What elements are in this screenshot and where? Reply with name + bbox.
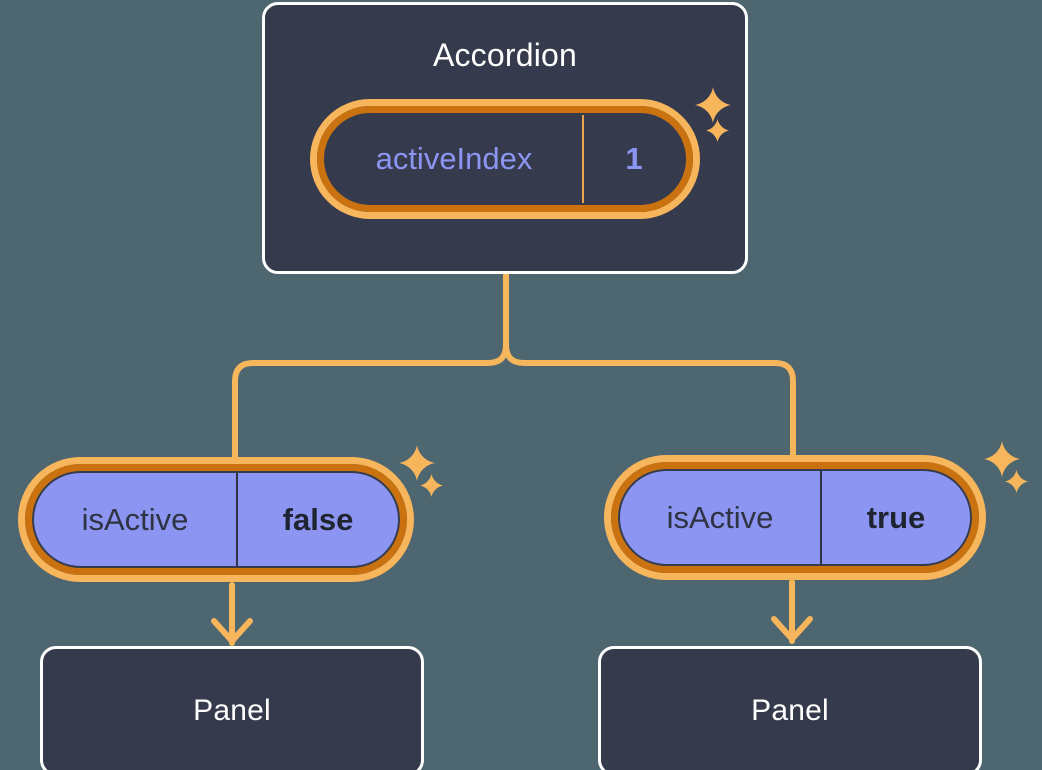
sparkle-four-point-large-icon xyxy=(398,444,436,482)
wire-root-branch-right xyxy=(503,342,796,461)
arrow-down-icon-left xyxy=(211,618,253,644)
state-value-label: 1 xyxy=(625,141,643,176)
arrow-down-icon-right xyxy=(771,616,813,642)
sparkle-four-point-small-icon xyxy=(419,473,444,498)
state-pill-inner: isActive false xyxy=(32,471,400,568)
state-pill-inner: activeIndex 1 xyxy=(324,113,686,205)
component-card-panel-right[interactable]: Panel xyxy=(598,646,982,770)
state-pill-active-index[interactable]: activeIndex 1 xyxy=(310,99,700,219)
state-key-label: isActive xyxy=(620,471,822,564)
component-card-panel-left[interactable]: Panel xyxy=(40,646,424,770)
state-pill-is-active-true[interactable]: isActive true xyxy=(604,455,986,580)
state-key-label: activeIndex xyxy=(326,115,584,203)
state-pill-is-active-false[interactable]: isActive false xyxy=(18,457,414,582)
sparkle-four-point-small-icon xyxy=(1004,469,1029,494)
state-value-label: true xyxy=(866,499,926,535)
panel-title: Panel xyxy=(193,694,271,727)
sparkle-four-point-large-icon xyxy=(983,440,1021,478)
panel-title: Panel xyxy=(751,694,829,727)
state-pill-inner: isActive true xyxy=(618,469,972,566)
state-value-label: false xyxy=(282,501,354,537)
wire-root-stem xyxy=(232,272,509,463)
page-title: Accordion xyxy=(432,37,578,73)
state-key-label: isActive xyxy=(34,473,238,566)
